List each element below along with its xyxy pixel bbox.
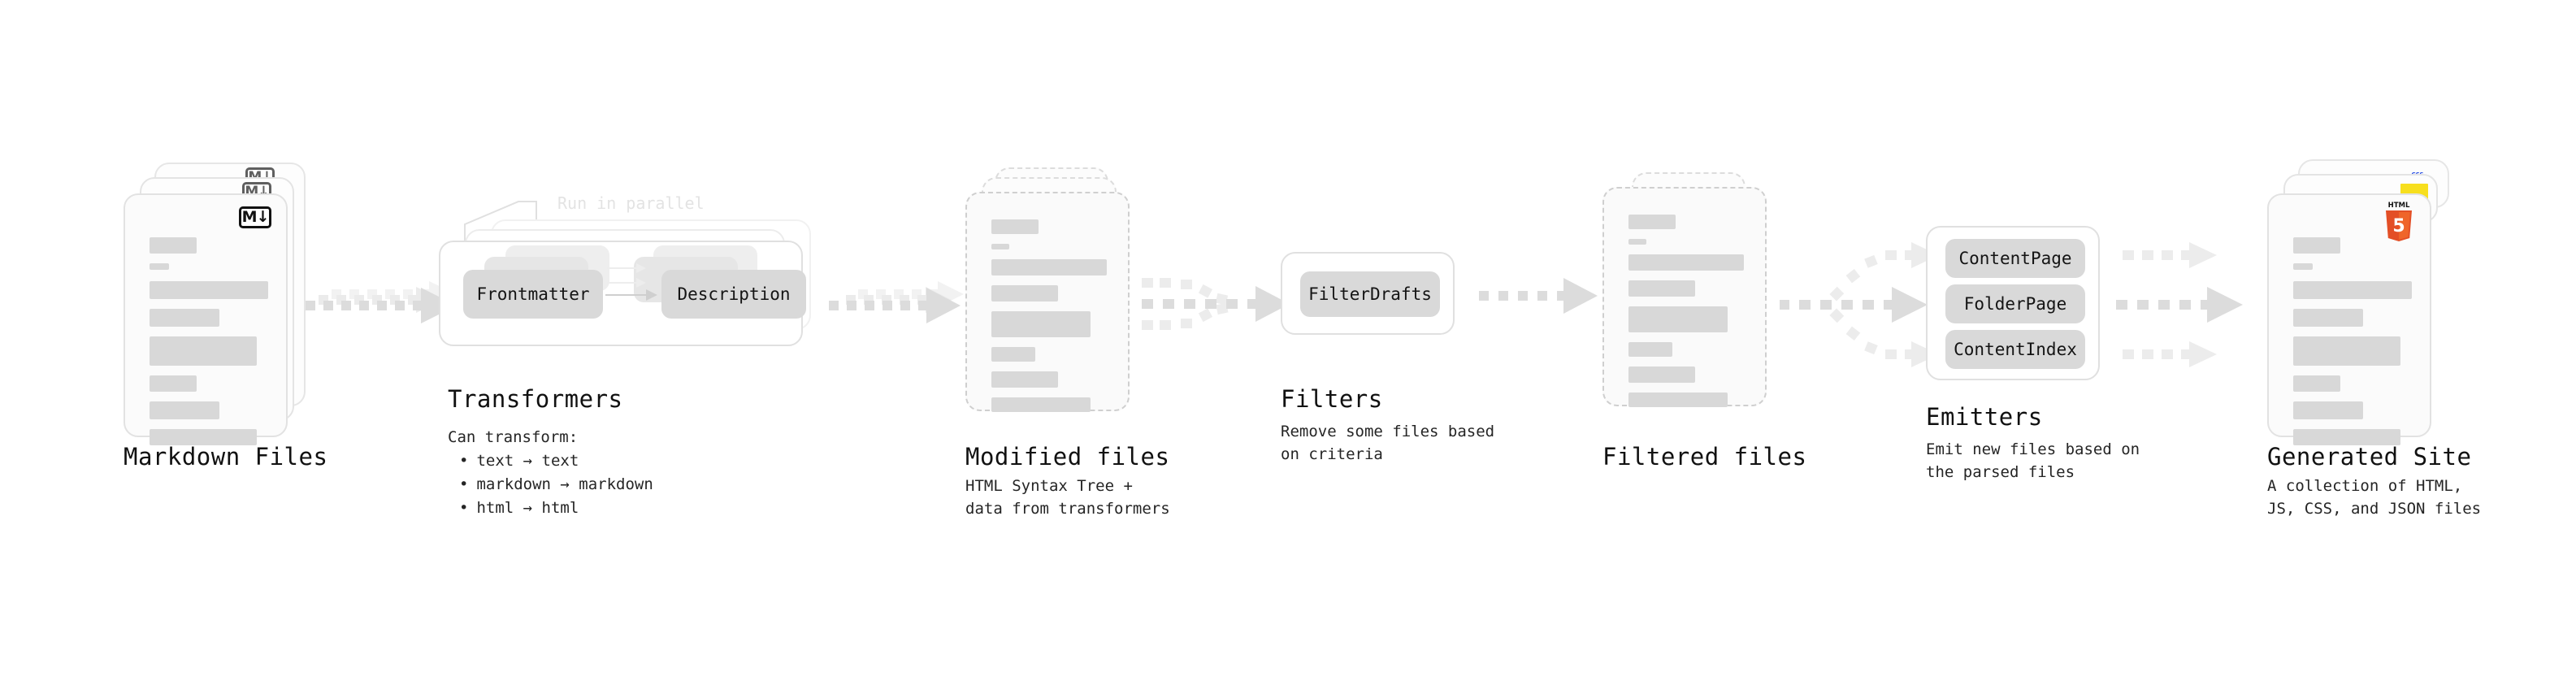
transformer-pill-frontmatter[interactable]: Frontmatter bbox=[463, 270, 603, 319]
transformer-inner-arrows-ghost bbox=[607, 263, 646, 288]
markdown-files-title: Markdown Files bbox=[124, 443, 328, 471]
html5-icon-number: 5 bbox=[2392, 216, 2405, 236]
arrow-modified-to-filters bbox=[1142, 278, 1290, 330]
transformers-bullet-item: text → text bbox=[459, 449, 653, 473]
arrow-transformers-to-modified bbox=[829, 281, 964, 323]
arrow-filtered-to-emitters bbox=[1780, 242, 1939, 367]
filtered-card-front bbox=[1602, 187, 1767, 407]
filters-subtitle: Remove some files based on criteria bbox=[1281, 423, 1495, 463]
html5-icon: HTML 5 bbox=[2386, 202, 2412, 241]
markdown-card-front: M↓ bbox=[124, 193, 288, 445]
transformers-group: Run in parallel Frontmatter Description bbox=[439, 193, 829, 358]
emitter-pill-label: FolderPage bbox=[1963, 294, 2067, 314]
run-in-parallel-bracket bbox=[464, 201, 537, 245]
markdown-files-stack: M↓ M↓ M↓ bbox=[124, 163, 310, 445]
filter-pill-filterdrafts[interactable]: FilterDrafts bbox=[1300, 271, 1440, 317]
markdown-icon: M↓ bbox=[239, 206, 271, 228]
modified-card-front bbox=[965, 192, 1130, 412]
emitters-box: ContentPage FolderPage ContentIndex bbox=[1926, 226, 2100, 380]
transformer-pill-label: Frontmatter bbox=[476, 284, 590, 304]
modified-files-title: Modified files bbox=[965, 443, 1170, 471]
transformers-bullet-item: html → html bbox=[459, 497, 653, 520]
emitters-subtitle: Emit new files based on the parsed files bbox=[1926, 440, 2140, 481]
filters-box: FilterDrafts bbox=[1281, 252, 1455, 335]
transformers-bullets-heading: Can transform: bbox=[448, 428, 579, 446]
modified-placeholder-lines bbox=[991, 219, 1110, 422]
modified-files-subtitle: HTML Syntax Tree + data from transformer… bbox=[965, 477, 1170, 518]
emitter-pill-folderpage[interactable]: FolderPage bbox=[1945, 284, 2085, 323]
filter-pill-label: FilterDrafts bbox=[1308, 284, 1432, 304]
site-card-front: HTML 5 bbox=[2267, 193, 2431, 445]
arrow-emitters-to-site bbox=[2116, 242, 2243, 367]
arrow-filters-to-filtered bbox=[1479, 278, 1598, 314]
filters-title: Filters bbox=[1281, 385, 1383, 413]
generated-site-subtitle: A collection of HTML, JS, CSS, and JSON … bbox=[2267, 477, 2482, 518]
run-in-parallel-label: Run in parallel bbox=[557, 193, 705, 213]
generated-site-title: Generated Site bbox=[2267, 443, 2472, 471]
emitter-pill-contentindex[interactable]: ContentIndex bbox=[1945, 330, 2085, 369]
transformer-inner-arrow bbox=[605, 289, 657, 301]
modified-files-stack bbox=[965, 167, 1152, 436]
emitter-pill-label: ContentIndex bbox=[1954, 340, 2077, 359]
html5-icon-label: HTML bbox=[2388, 202, 2410, 210]
transformers-bullet-item: markdown → markdown bbox=[459, 473, 653, 497]
site-placeholder-lines bbox=[2293, 237, 2412, 455]
transformers-title: Transformers bbox=[448, 385, 623, 413]
filtered-files-stack bbox=[1602, 172, 1789, 440]
emitters-title: Emitters bbox=[1926, 403, 2043, 431]
generated-site-stack: CSS HTML 5 bbox=[2267, 159, 2462, 445]
transformer-pill-description[interactable]: Description bbox=[661, 270, 806, 319]
transformers-bullets: Can transform: text → text markdown → ma… bbox=[448, 426, 653, 520]
markdown-icon-glyph: M↓ bbox=[241, 208, 270, 226]
transformer-pill-label: Description bbox=[677, 284, 791, 304]
markdown-placeholder-lines bbox=[150, 237, 268, 455]
filtered-files-title: Filtered files bbox=[1602, 443, 1807, 471]
filtered-placeholder-lines bbox=[1628, 215, 1747, 417]
emitter-pill-contentpage[interactable]: ContentPage bbox=[1945, 239, 2085, 278]
emitter-pill-label: ContentPage bbox=[1958, 249, 2072, 268]
